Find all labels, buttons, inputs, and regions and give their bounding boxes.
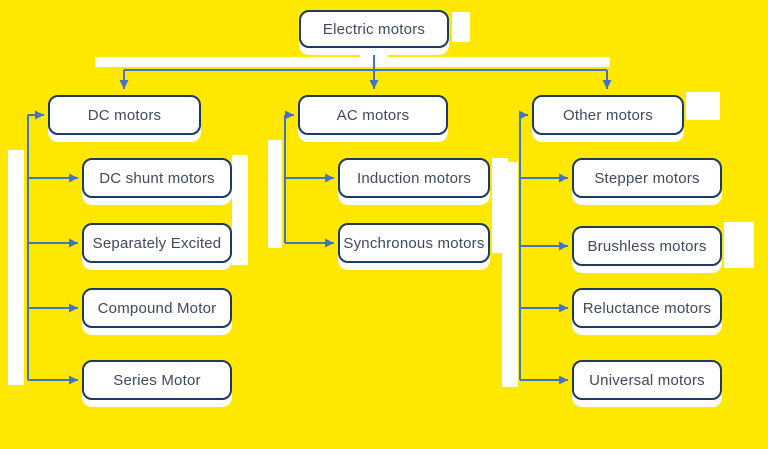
- node-other-motors: Other motors: [532, 95, 684, 135]
- node-synchronous-motors: Synchronous motors: [338, 223, 490, 263]
- white-artifact: [8, 150, 24, 385]
- node-label: Brushless motors: [587, 237, 707, 255]
- node-label: Other motors: [563, 106, 653, 124]
- white-artifact: [686, 92, 720, 120]
- white-artifact: [268, 140, 282, 248]
- node-label: Separately Excited: [92, 234, 222, 252]
- node-induction-motors: Induction motors: [338, 158, 490, 198]
- node-label: Synchronous motors: [343, 234, 485, 252]
- white-artifact: [452, 12, 470, 42]
- node-label: Electric motors: [322, 20, 426, 38]
- node-label: Induction motors: [356, 169, 472, 187]
- white-artifact: [95, 57, 610, 67]
- node-universal-motors: Universal motors: [572, 360, 722, 400]
- white-artifact: [724, 222, 754, 268]
- node-series-motor: Series Motor: [82, 360, 232, 400]
- node-label: Universal motors: [589, 371, 705, 389]
- node-label: Stepper motors: [594, 169, 700, 187]
- node-label: AC motors: [336, 106, 410, 124]
- node-separately-excited: Separately Excited: [82, 223, 232, 263]
- node-electric-motors: Electric motors: [299, 10, 449, 48]
- node-stepper-motors: Stepper motors: [572, 158, 722, 198]
- node-brushless-motors: Brushless motors: [572, 226, 722, 266]
- node-label: Series Motor: [113, 371, 201, 389]
- node-label: Reluctance motors: [582, 299, 712, 317]
- node-label: Compound Motor: [97, 299, 217, 317]
- node-label: DC motors: [87, 106, 162, 124]
- node-dc-motors: DC motors: [48, 95, 201, 135]
- node-dc-shunt-motors: DC shunt motors: [82, 158, 232, 198]
- white-artifact: [492, 158, 508, 253]
- node-label: DC shunt motors: [99, 169, 215, 187]
- node-ac-motors: AC motors: [298, 95, 448, 135]
- node-compound-motor: Compound Motor: [82, 288, 232, 328]
- node-reluctance-motors: Reluctance motors: [572, 288, 722, 328]
- white-artifact: [232, 155, 248, 265]
